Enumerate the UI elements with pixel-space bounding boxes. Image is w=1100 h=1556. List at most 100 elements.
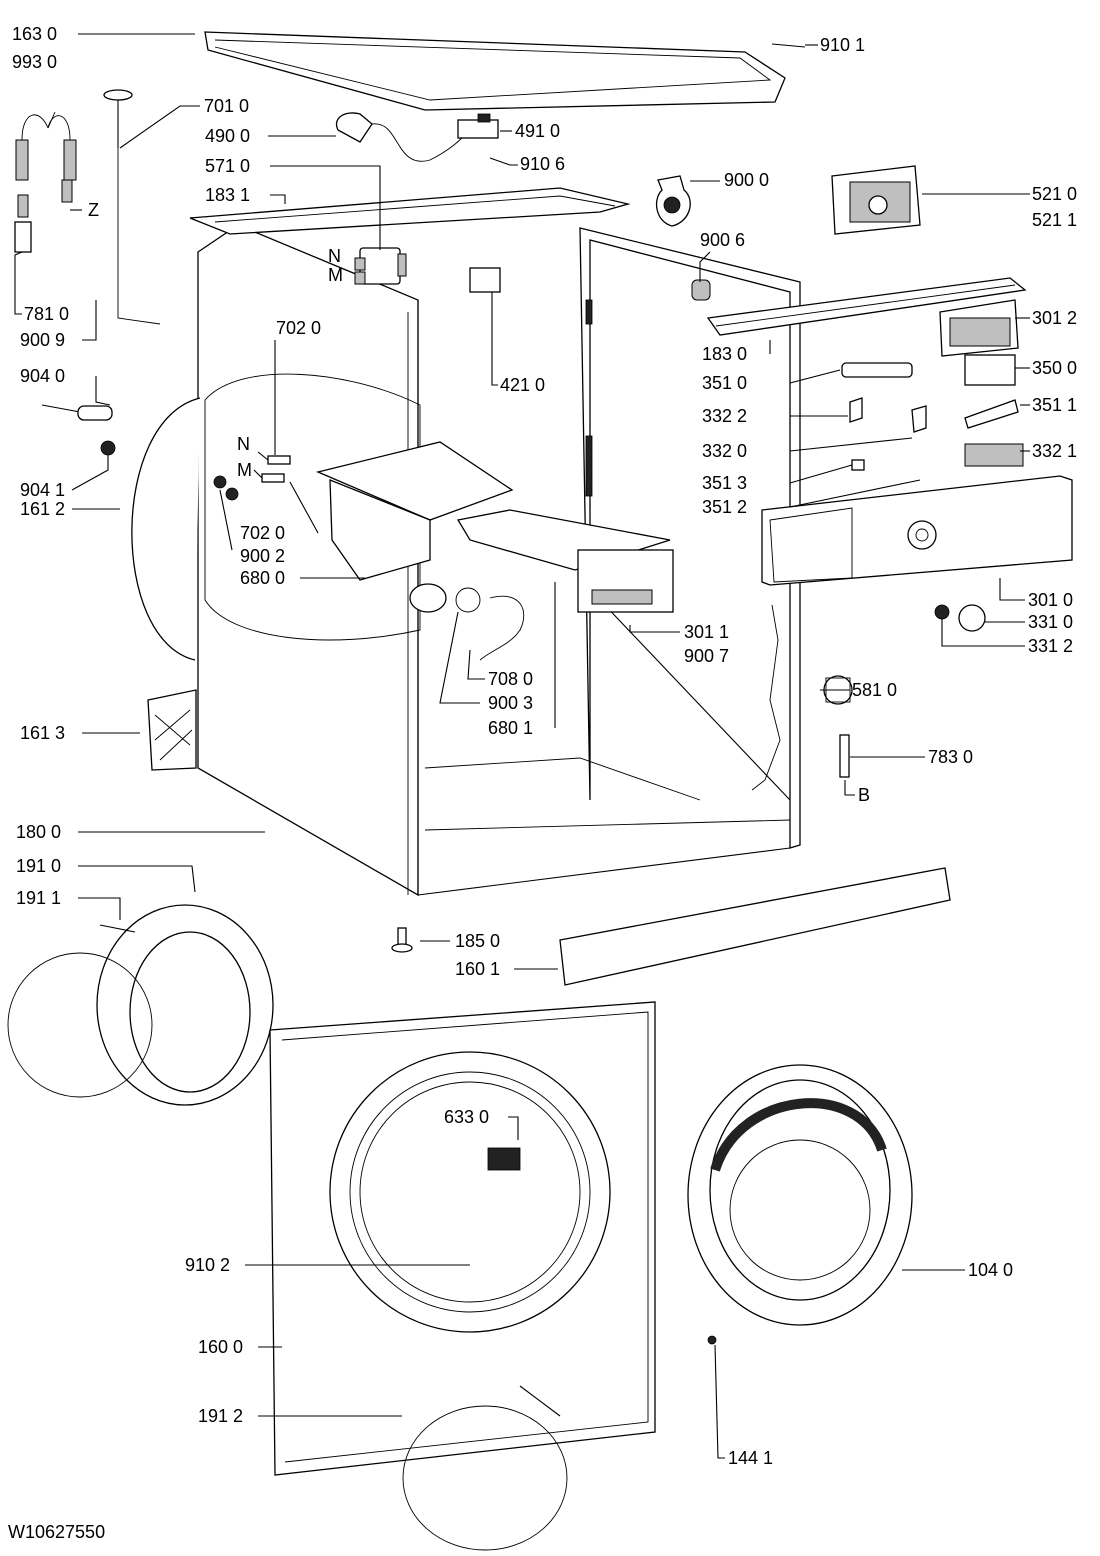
kick-plate — [559, 867, 951, 986]
label-904-0: 904 0 — [20, 366, 65, 386]
control-panel — [761, 475, 1073, 586]
door-lock-bracket — [655, 175, 691, 227]
label-m-valve: M — [328, 265, 343, 285]
interference-filter — [457, 113, 499, 139]
clip — [691, 279, 711, 301]
top-panel — [204, 31, 786, 111]
label-183-1: 183 1 — [205, 185, 250, 205]
wiring-harness — [751, 604, 781, 791]
label-161-2: 161 2 — [20, 499, 65, 519]
dispenser-hose — [479, 595, 525, 661]
label-144-1: 144 1 — [728, 1448, 773, 1468]
shock-absorber — [41, 404, 116, 456]
bracket-2 — [911, 405, 927, 433]
clamp-ring — [402, 1405, 568, 1551]
label-521-0: 521 0 — [1032, 184, 1077, 204]
label-160-1: 160 1 — [455, 959, 500, 979]
label-332-0: 332 0 — [702, 441, 747, 461]
pin-m — [261, 473, 285, 483]
label-993-0: 993 0 — [12, 52, 57, 72]
label-701-0: 701 0 — [204, 96, 249, 116]
hose-rod — [839, 734, 850, 778]
label-904-1: 904 1 — [20, 480, 65, 500]
power-cord — [335, 112, 466, 162]
label-301-2: 301 2 — [1032, 308, 1077, 328]
front-panel — [269, 1001, 656, 1476]
label-491-0: 491 0 — [515, 121, 560, 141]
label-581-0: 581 0 — [852, 680, 897, 700]
label-702-0-top: 702 0 — [276, 318, 321, 338]
label-351-0: 351 0 — [702, 373, 747, 393]
label-900-6: 900 6 — [700, 230, 745, 250]
label-910-2: 910 2 — [185, 1255, 230, 1275]
label-160-0: 160 0 — [198, 1337, 243, 1357]
rear-gasket — [131, 397, 201, 661]
label-351-1: 351 1 — [1032, 395, 1077, 415]
label-900-2: 900 2 — [240, 546, 285, 566]
label-301-0: 301 0 — [1028, 590, 1073, 610]
label-b: B — [858, 785, 870, 805]
selector-knob — [958, 604, 986, 632]
door-gasket — [7, 904, 274, 1106]
water-valve — [354, 247, 407, 285]
button-strip — [841, 362, 913, 378]
label-185-0: 185 0 — [455, 931, 500, 951]
label-332-2: 332 2 — [702, 406, 747, 426]
label-301-1: 301 1 — [684, 622, 729, 642]
label-910-1: 910 1 — [820, 35, 865, 55]
hose-holder — [103, 89, 161, 325]
label-m-pin: M — [237, 460, 252, 480]
top-rear-bracket — [189, 187, 631, 235]
label-571-0: 571 0 — [205, 156, 250, 176]
label-331-0: 331 0 — [1028, 612, 1073, 632]
label-490-0: 490 0 — [205, 126, 250, 146]
label-n-valve: N — [328, 246, 341, 266]
label-161-3: 161 3 — [20, 723, 65, 743]
label-680-1: 680 1 — [488, 718, 533, 738]
label-702-0-bottom: 702 0 — [240, 523, 285, 543]
label-104-0: 104 0 — [968, 1260, 1013, 1280]
knob-indicator — [934, 604, 950, 620]
control-panel-rail — [706, 277, 1027, 336]
label-351-2: 351 2 — [702, 497, 747, 517]
label-421-0: 421 0 — [500, 375, 545, 395]
label-910-6: 910 6 — [520, 154, 565, 174]
service-cover — [147, 689, 197, 771]
label-783-0: 783 0 — [928, 747, 973, 767]
screw — [771, 43, 806, 48]
dispenser-drawer — [456, 509, 674, 613]
inlet-hose — [14, 111, 77, 253]
label-680-0: 680 0 — [240, 568, 285, 588]
bracket — [849, 397, 863, 423]
clip-1 — [213, 475, 227, 489]
foot — [391, 927, 413, 953]
label-708-0: 708 0 — [488, 669, 533, 689]
label-900-0: 900 0 — [724, 170, 769, 190]
label-163-0: 163 0 — [12, 24, 57, 44]
label-900-9: 900 9 — [20, 330, 65, 350]
suppressor — [469, 267, 501, 293]
label-191-0: 191 0 — [16, 856, 61, 876]
label-n-pin: N — [237, 434, 250, 454]
leader-lines — [14, 33, 1030, 1459]
label-191-1: 191 1 — [16, 888, 61, 908]
label-781-0: 781 0 — [24, 304, 69, 324]
drawing-code: W10627550 — [8, 1522, 105, 1542]
screw-small — [707, 1335, 717, 1345]
display-board — [964, 354, 1016, 386]
part-labels: 163 0 993 0 910 1 701 0 490 0 491 0 910 … — [8, 24, 1077, 1542]
label-900-3: 900 3 — [488, 693, 533, 713]
control-module — [831, 165, 921, 235]
label-183-0: 183 0 — [702, 344, 747, 364]
label-z: Z — [88, 200, 99, 220]
detergent-dispenser — [315, 441, 514, 613]
clip-2 — [225, 487, 239, 501]
label-521-1: 521 1 — [1032, 210, 1077, 230]
label-900-7: 900 7 — [684, 646, 729, 666]
label-332-1: 332 1 — [1032, 441, 1077, 461]
pin-n — [267, 455, 291, 465]
label-180-0: 180 0 — [16, 822, 61, 842]
key-strip — [964, 399, 1019, 429]
label-191-2: 191 2 — [198, 1406, 243, 1426]
